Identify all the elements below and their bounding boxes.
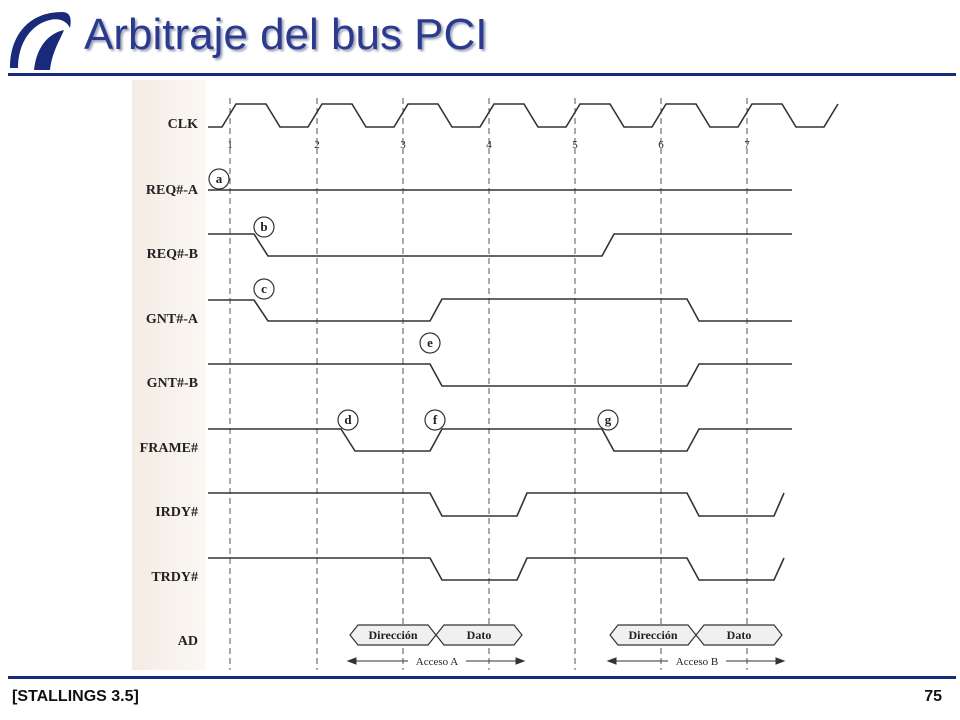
bus-label-dato-a: Dato xyxy=(467,628,492,642)
scan-background xyxy=(132,80,206,670)
access-label-a: Acceso A xyxy=(416,656,459,668)
signal-label-req-b: REQ#-B xyxy=(147,247,198,262)
clock-number-2: 2 xyxy=(314,139,320,151)
signal-label-frame: FRAME# xyxy=(140,441,198,456)
slide-title: Arbitraje del bus PCI xyxy=(84,10,488,59)
marker-a: a xyxy=(208,168,230,190)
svg-text:d: d xyxy=(344,412,352,427)
wave-trdy xyxy=(208,557,785,581)
page-number: 75 xyxy=(924,688,942,705)
ad-bus: Dirección Dato Dirección Dato xyxy=(349,624,783,646)
marker-g: g xyxy=(597,409,619,431)
wave-irdy xyxy=(208,492,785,517)
marker-e: e xyxy=(419,332,441,354)
wave-req-b xyxy=(208,233,792,257)
signal-label-gnt-b: GNT#-B xyxy=(147,376,198,391)
access-label-b: Acceso B xyxy=(676,656,718,668)
clock-numbers: 1 2 3 4 5 6 7 xyxy=(227,139,750,151)
svg-text:g: g xyxy=(605,412,612,427)
bus-phase-dato-a xyxy=(435,624,523,646)
signal-label-irdy: IRDY# xyxy=(155,505,198,520)
bus-label-direccion-b: Dirección xyxy=(628,628,677,642)
marker-c: c xyxy=(253,278,275,300)
bus-phase-dato-b xyxy=(695,624,783,646)
clock-gridlines xyxy=(229,98,748,670)
access-arrows xyxy=(346,657,786,665)
wave-frame xyxy=(208,428,792,452)
signal-label-ad: AD xyxy=(178,634,198,649)
signal-label-trdy: TRDY# xyxy=(151,570,198,585)
svg-text:e: e xyxy=(427,335,433,350)
svg-text:b: b xyxy=(260,219,267,234)
svg-text:a: a xyxy=(216,171,223,186)
clock-number-6: 6 xyxy=(658,139,664,151)
signal-label-gnt-a: GNT#-A xyxy=(146,312,199,327)
marker-d: d xyxy=(337,409,359,431)
svg-text:c: c xyxy=(261,281,267,296)
wave-gnt-a xyxy=(208,298,792,322)
signal-labels: CLK REQ#-A REQ#-B GNT#-A GNT#-B FRAME# I… xyxy=(140,117,199,649)
waveforms xyxy=(208,103,839,581)
svg-text:f: f xyxy=(433,412,438,427)
signal-label-clk: CLK xyxy=(168,117,198,132)
footer-reference: [STALLINGS 3.5] xyxy=(12,688,139,705)
footer-rule xyxy=(8,676,956,679)
bus-label-dato-b: Dato xyxy=(727,628,752,642)
title-rule xyxy=(8,73,956,76)
signal-label-req-a: REQ#-A xyxy=(146,183,199,198)
marker-b: b xyxy=(253,216,275,238)
marker-f: f xyxy=(424,409,446,431)
clock-number-5: 5 xyxy=(572,139,578,151)
clock-number-4: 4 xyxy=(486,139,492,151)
bus-label-direccion-a: Dirección xyxy=(368,628,417,642)
event-markers: a b c e d f g xyxy=(208,168,619,431)
wave-gnt-b xyxy=(208,363,792,387)
logo-icon xyxy=(10,12,71,70)
wave-clk xyxy=(208,103,839,128)
clock-number-1: 1 xyxy=(227,139,233,151)
clock-number-3: 3 xyxy=(400,139,406,151)
clock-number-7: 7 xyxy=(744,139,750,151)
